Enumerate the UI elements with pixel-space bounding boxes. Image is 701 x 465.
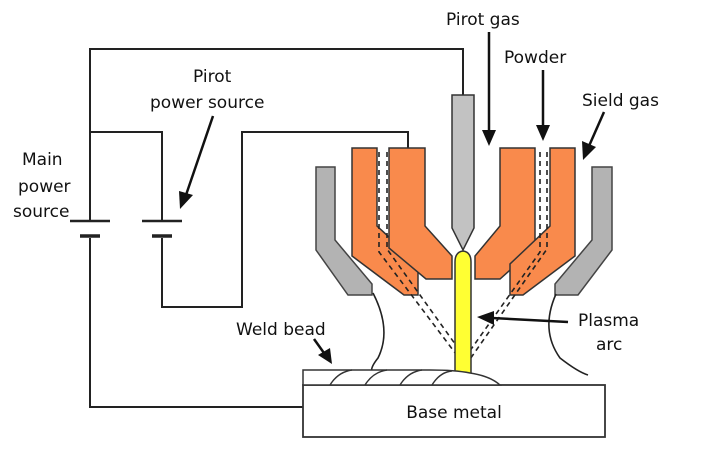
shield-gas-arrow bbox=[582, 111, 606, 160]
nozzle-inner-right bbox=[474, 147, 536, 280]
label-plasma-arc-line2: arc bbox=[596, 335, 622, 355]
circuit-wiring bbox=[89, 48, 464, 408]
plasma-arc bbox=[454, 250, 472, 375]
powder-arrow bbox=[536, 70, 550, 141]
nozzle-inner-left bbox=[388, 147, 453, 280]
plasma-arc-arrow bbox=[477, 311, 569, 325]
wire-pilot-to-nozzle bbox=[161, 131, 409, 308]
main-power-source-symbol bbox=[70, 219, 110, 238]
nozzle-outer-right bbox=[509, 147, 576, 296]
shield-cup-right bbox=[554, 166, 613, 296]
label-plasma-arc-line1: Plasma bbox=[578, 311, 639, 331]
pilot-power-source-symbol bbox=[142, 219, 182, 238]
label-main-power-line2: power bbox=[18, 177, 71, 197]
label-pilot-power-line1: Pirot bbox=[193, 67, 232, 87]
label-main-power-line1: Main bbox=[22, 150, 63, 170]
tungsten-electrode bbox=[451, 94, 475, 252]
wire-electrode-to-main bbox=[89, 48, 464, 220]
shield-gas-flow-right bbox=[548, 293, 589, 376]
base-metal bbox=[302, 384, 606, 438]
label-base-metal: Base metal bbox=[406, 403, 502, 423]
label-powder: Powder bbox=[504, 48, 566, 68]
label-shield-gas: Sield gas bbox=[582, 91, 659, 111]
label-pilot-power-line2: power source bbox=[150, 93, 264, 113]
weld-bead bbox=[302, 369, 502, 386]
pilot-power-arrow bbox=[179, 115, 215, 209]
shield-gas-flow-left bbox=[370, 292, 385, 373]
weld-bead-ripples bbox=[329, 369, 453, 386]
wire-main-to-base bbox=[89, 238, 303, 408]
wire-branch-to-pilot bbox=[90, 131, 163, 220]
pilot-gas-arrow bbox=[482, 32, 496, 146]
shield-cup-left bbox=[315, 166, 373, 296]
weld-bead-arrow bbox=[312, 338, 332, 364]
label-pilot-gas: Pirot gas bbox=[446, 10, 520, 30]
powder-flow-paths bbox=[378, 152, 548, 363]
label-weld-bead: Weld bead bbox=[236, 320, 326, 340]
label-main-power-line3: source bbox=[13, 202, 69, 222]
